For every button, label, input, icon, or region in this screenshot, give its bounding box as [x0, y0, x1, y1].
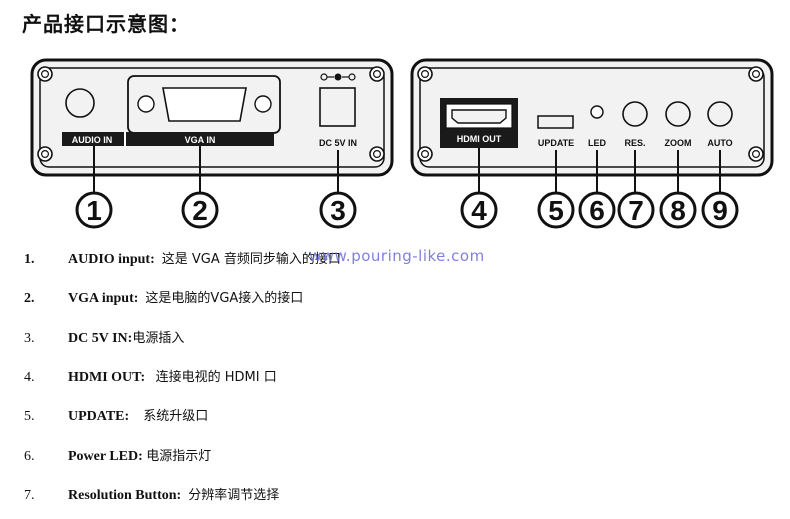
res-button-icon [622, 101, 648, 127]
item-description: 连接电视的 HDMI 口 [155, 370, 277, 385]
item-title-wrap: Resolution Button: 分辨率调节选择 [68, 485, 279, 507]
dc-5v-in-label: DC 5V IN [319, 138, 357, 148]
svg-text:7: 7 [628, 195, 644, 226]
item-title: Power LED: [68, 449, 143, 464]
screw-icon [417, 146, 433, 162]
right-device-panel: HDMI OUT UPDATE LED RES. ZOOM AUTO [410, 58, 774, 177]
item-title-wrap: HDMI OUT: 连接电视的 HDMI 口 [68, 367, 277, 389]
zoom-label: ZOOM [665, 138, 692, 148]
screw-icon [748, 146, 764, 162]
hdmi-out-label: HDMI OUT [457, 134, 502, 144]
led-icon [590, 105, 604, 119]
list-item: 4. HDMI OUT: 连接电视的 HDMI 口 [0, 367, 780, 389]
watermark: www.pouring-like.com [309, 247, 485, 265]
auto-button-icon [707, 101, 733, 127]
screw-icon [417, 66, 433, 82]
item-title-wrap: UPDATE: 系统升级口 [68, 406, 208, 428]
callout-4: 4 [460, 191, 498, 229]
page-title: 产品接口示意图： [22, 12, 190, 36]
screw-icon [37, 146, 53, 162]
list-item: 2. VGA input: 这是电脑的VGA接入的接口 [0, 288, 780, 310]
vga-in-label: VGA IN [185, 135, 216, 145]
dc-jack-icon [319, 87, 356, 127]
svg-text:3: 3 [330, 195, 346, 226]
item-number: 4. [24, 370, 35, 385]
item-title-wrap: Power LED: 电源指示灯 [68, 446, 211, 468]
callout-6: 6 [578, 191, 616, 229]
zoom-button-icon [665, 101, 691, 127]
update-label: UPDATE [538, 138, 574, 148]
item-title: VGA input: [68, 291, 139, 306]
item-title-wrap: VGA input: 这是电脑的VGA接入的接口 [68, 288, 303, 310]
item-number: 3. [24, 331, 35, 346]
svg-text:2: 2 [192, 195, 208, 226]
item-number: 7. [24, 488, 35, 503]
svg-text:4: 4 [471, 195, 487, 226]
svg-text:9: 9 [712, 195, 728, 226]
item-description: 电源指示灯 [146, 449, 212, 464]
screw-icon [37, 66, 53, 82]
interface-diagram: AUDIO IN VGA IN DC 5V IN [30, 58, 774, 229]
left-device-panel: AUDIO IN VGA IN DC 5V IN [30, 58, 394, 177]
item-description: 电源插入 [132, 331, 185, 346]
item-title: DC 5V IN: [68, 331, 133, 346]
hdmi-port-icon [451, 109, 507, 124]
callout-5: 5 [537, 191, 575, 229]
screw-icon [748, 66, 764, 82]
res-label: RES. [624, 138, 645, 148]
list-item: 6. Power LED: 电源指示灯 [0, 446, 780, 468]
item-number: 6. [24, 449, 35, 464]
item-number: 5. [24, 409, 35, 424]
item-description: 这是 VGA 音频同步输入的接口 [161, 252, 341, 267]
polarity-icon [320, 73, 356, 81]
vga-port-icon [162, 87, 247, 122]
callout-8: 8 [659, 191, 697, 229]
audio-in-label: AUDIO IN [72, 135, 113, 145]
callout-1: 1 [75, 191, 113, 229]
update-port-icon [537, 115, 574, 129]
item-title: Resolution Button: [68, 488, 182, 503]
callout-lines [93, 146, 721, 193]
svg-text:8: 8 [670, 195, 686, 226]
item-title-wrap: AUDIO input: 这是 VGA 音频同步输入的接口 [68, 249, 341, 271]
item-description: 系统升级口 [143, 409, 209, 424]
item-number: 1. [24, 252, 35, 267]
item-description: 分辨率调节选择 [188, 488, 280, 503]
item-title: UPDATE: [68, 409, 130, 424]
item-title-wrap: DC 5V IN:电源插入 [68, 328, 184, 350]
item-title: HDMI OUT: [68, 370, 146, 385]
svg-text:1: 1 [86, 195, 102, 226]
list-item: 5. UPDATE: 系统升级口 [0, 406, 780, 428]
callout-7: 7 [617, 191, 655, 229]
list-item: 7. Resolution Button: 分辨率调节选择 [0, 485, 780, 507]
screw-icon [369, 66, 385, 82]
callout-3: 3 [319, 191, 357, 229]
led-label: LED [588, 138, 607, 148]
list-item: 3. DC 5V IN:电源插入 [0, 328, 780, 350]
svg-text:5: 5 [548, 195, 564, 226]
item-number: 2. [24, 291, 35, 306]
screw-icon [369, 146, 385, 162]
auto-label: AUTO [707, 138, 732, 148]
audio-jack-icon [65, 88, 95, 118]
svg-text:6: 6 [589, 195, 605, 226]
list-item: 1. AUDIO input: 这是 VGA 音频同步输入的接口 [0, 249, 780, 271]
item-description: 这是电脑的VGA接入的接口 [145, 291, 304, 306]
item-title: AUDIO input: [68, 252, 155, 267]
callout-9: 9 [701, 191, 739, 229]
callout-2: 2 [181, 191, 219, 229]
